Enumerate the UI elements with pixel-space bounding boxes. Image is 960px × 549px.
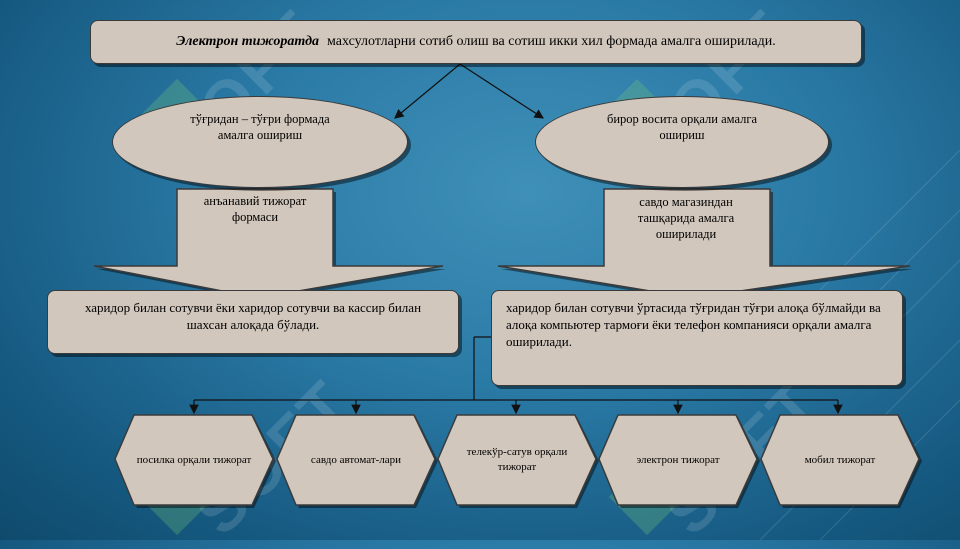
right-ellipse-label: бирор восита орқали амалга ошириш (606, 112, 758, 142)
title-emphasis: Электрон тижоратда (176, 34, 320, 49)
hex-label-5: мобил тижорат (804, 453, 876, 466)
left-description-box: харидор билан сотувчи ёки харидор сотувч… (47, 290, 459, 354)
right-ellipse: бирор восита орқали амалга ошириш (535, 96, 829, 188)
hexagon-shape (437, 414, 599, 508)
right-description-text: харидор билан сотувчи ўртасида тўғридан … (506, 300, 881, 349)
connector-right (459, 63, 545, 119)
connector-left (394, 63, 461, 119)
left-ellipse-label: тўғридан – тўғри формада амалга ошириш (190, 112, 330, 142)
hexagon-shape (760, 414, 922, 508)
hex-type-5: мобил тижорат (760, 414, 922, 508)
right-arrow-label: савдо магазиндан ташқарида амалга оширил… (637, 195, 735, 241)
title-rest: махсулотларни сотиб олиш ва сотиш икки х… (327, 34, 776, 49)
hex-type-2: савдо автомат-лари (276, 414, 438, 508)
hex-label-3: телекўр-сатув орқали тижорат (466, 446, 568, 473)
hexagon-shape (598, 414, 760, 508)
hex-label-2: савдо автомат-лари (310, 453, 402, 466)
hex-label-4: электрон тижорат (636, 453, 720, 466)
hex-label-1: посилка орқали тижорат (136, 453, 252, 466)
left-block-arrow (93, 188, 444, 299)
hex-type-4: электрон тижорат (598, 414, 760, 508)
title-box: Электрон тижоратда махсулотларни сотиб о… (90, 20, 862, 64)
hexagon-shape (276, 414, 438, 508)
left-description-text: харидор билан сотувчи ёки харидор сотувч… (84, 300, 422, 332)
hex-type-3: телекўр-сатув орқали тижорат (437, 414, 599, 508)
hex-type-1: посилка орқали тижорат (114, 414, 276, 508)
hexagon-shape (114, 414, 276, 508)
left-arrow-label: анъанавий тижорат формаси (203, 194, 307, 224)
left-ellipse: тўғридан – тўғри формада амалга ошириш (112, 96, 408, 188)
right-description-box: харидор билан сотувчи ўртасида тўғридан … (491, 290, 903, 386)
right-block-arrow (497, 188, 911, 299)
